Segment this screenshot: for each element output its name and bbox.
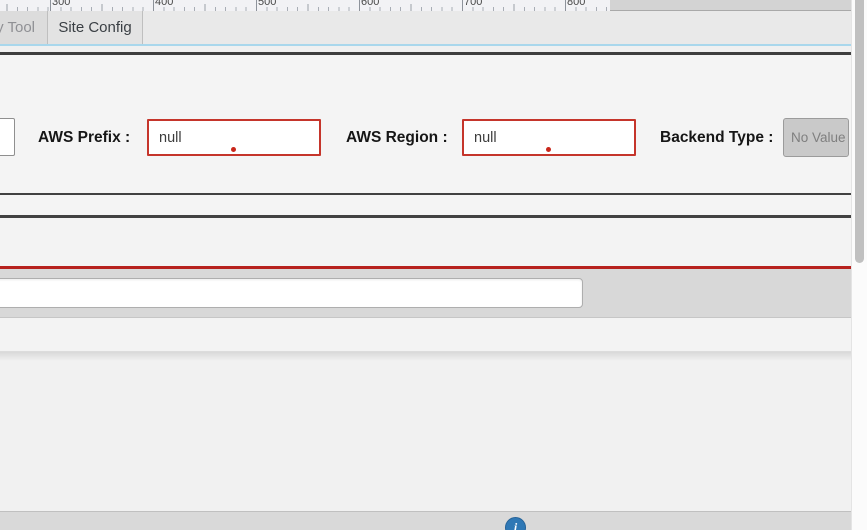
backend-type-select[interactable]: No Value	[783, 118, 849, 157]
info-button[interactable]: i	[505, 517, 526, 530]
ruler-label: 300	[52, 0, 71, 8]
empty-section	[0, 218, 851, 266]
ruler-label: 800	[567, 0, 586, 8]
scrollbar-thumb[interactable]	[855, 0, 864, 263]
vertical-scrollbar[interactable]	[851, 0, 867, 530]
dark-divider-line	[0, 193, 851, 195]
tab-site-config[interactable]: Site Config	[48, 11, 143, 44]
ruler-label: 400	[155, 0, 174, 8]
ruler-label: 600	[361, 0, 380, 8]
tab-tool-label: y Tool	[0, 19, 35, 36]
ruler-right-spacer	[610, 0, 851, 11]
wide-text-input[interactable]	[0, 278, 583, 308]
red-divider-line	[0, 266, 851, 269]
left-cutoff-input[interactable]	[0, 118, 15, 156]
aws-region-label: AWS Region :	[346, 129, 448, 146]
tab-site-config-label: Site Config	[58, 19, 132, 36]
ruler-label: 500	[258, 0, 277, 8]
dark-divider-line	[0, 215, 851, 218]
validation-dot-icon	[231, 147, 236, 152]
backend-type-label: Backend Type :	[660, 129, 774, 146]
horizontal-ruler: 300 400 500 600 700 800	[0, 0, 610, 11]
aws-prefix-label: AWS Prefix :	[38, 129, 131, 146]
config-form-section: AWS Prefix : AWS Region : Backend Type :…	[0, 55, 851, 193]
backend-type-value: No Value	[791, 130, 846, 145]
divider-strip	[0, 46, 851, 52]
input-band	[0, 269, 851, 318]
content-area	[0, 352, 851, 511]
info-icon: i	[513, 520, 518, 530]
ruler-label: 700	[464, 0, 483, 8]
footer-bar: i	[0, 511, 851, 530]
tab-tool[interactable]: y Tool	[0, 11, 48, 44]
divider-strip	[0, 195, 851, 215]
dark-divider-line	[0, 52, 851, 55]
empty-section	[0, 318, 851, 352]
validation-dot-icon	[546, 147, 551, 152]
tab-bar: y Tool Site Config	[0, 11, 851, 46]
